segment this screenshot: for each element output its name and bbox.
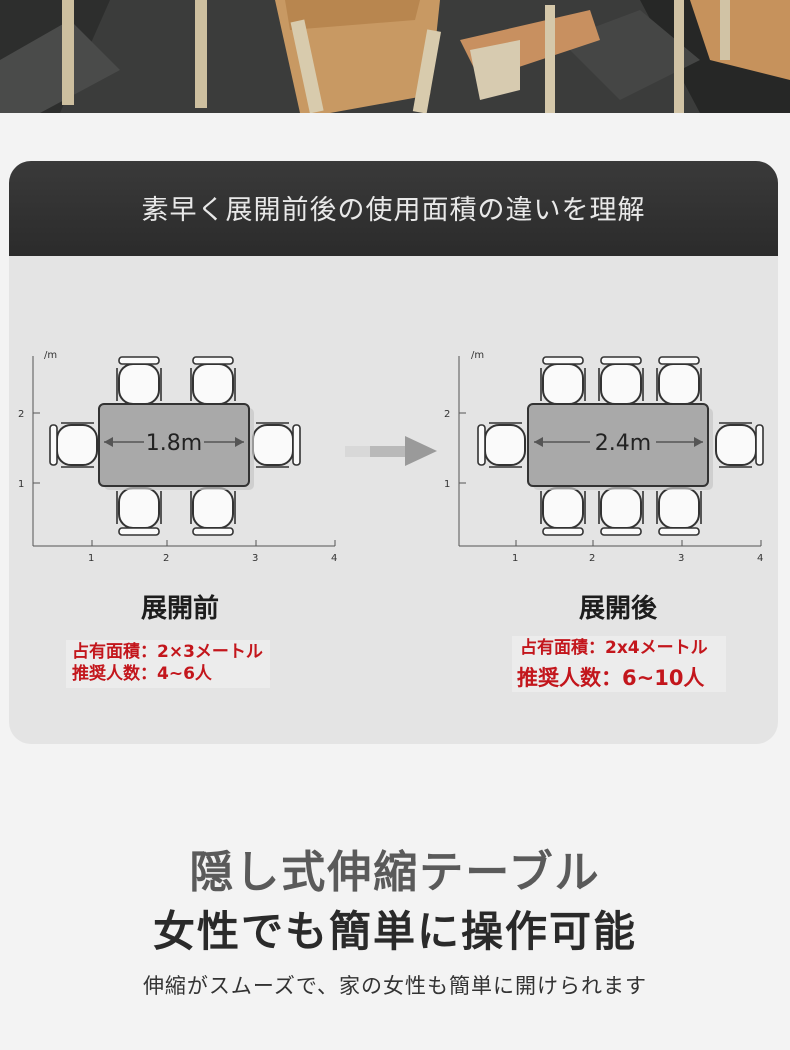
chair-icon [656,487,702,536]
unit-label: /m [44,350,57,361]
chair-icon [116,356,162,405]
x-tick: 1 [88,553,94,564]
spec-before: 占有面積：2×3メートル 推奨人数：4~6人 [72,641,268,685]
card-title: 素早く展開前後の使用面積の違いを理解 [141,195,646,226]
chair-icon [656,356,702,405]
arrow-icon [345,436,437,466]
state-label-before: 展開前 [140,594,219,624]
chair-icon [598,487,644,536]
x-tick: 4 [757,553,763,564]
chair-icon [190,487,236,536]
card-header [9,161,778,256]
chair-icon [715,422,764,468]
unit-label: /m [471,350,484,361]
state-label-after: 展開後 [578,594,657,624]
y-tick: 2 [18,409,24,420]
headline-title: 隠し式伸縮テーブル [189,847,601,898]
chair-icon [540,356,586,405]
x-tick: 2 [589,553,595,564]
headline-caption: 伸縮がスムーズで、家の女性も簡単に開けられます [142,974,648,998]
y-tick: 1 [444,479,450,490]
table-length-label: 2.4m [595,431,651,456]
x-tick: 4 [331,553,337,564]
diagram-before: /m 2 1 1 2 3 4 1.8m [18,350,337,564]
diagram-after: /m 2 1 1 2 3 4 2.4m [444,350,764,564]
headline-subtitle: 女性でも簡単に操作可能 [152,907,637,956]
chair-icon [49,422,98,468]
spec-background [512,636,726,692]
chair-icon [598,356,644,405]
x-tick: 3 [678,553,684,564]
chair-icon [116,487,162,536]
x-tick: 3 [252,553,258,564]
chair-icon [540,487,586,536]
x-tick: 2 [163,553,169,564]
spec-people: 推奨人数：4~6人 [72,664,212,684]
y-tick: 2 [444,409,450,420]
spec-area-after: 占有面積：2x4メートル [520,638,708,658]
spec-people-after: 推奨人数：6~10人 [517,666,705,690]
hero-photo [0,0,790,113]
y-tick: 1 [18,479,24,490]
chair-icon [190,356,236,405]
table-length-label: 1.8m [146,431,202,456]
chair-icon [252,422,301,468]
spec-background [66,640,270,688]
chair-icon [477,422,526,468]
spec-area: 占有面積：2×3メートル [72,642,263,662]
x-tick: 1 [512,553,518,564]
